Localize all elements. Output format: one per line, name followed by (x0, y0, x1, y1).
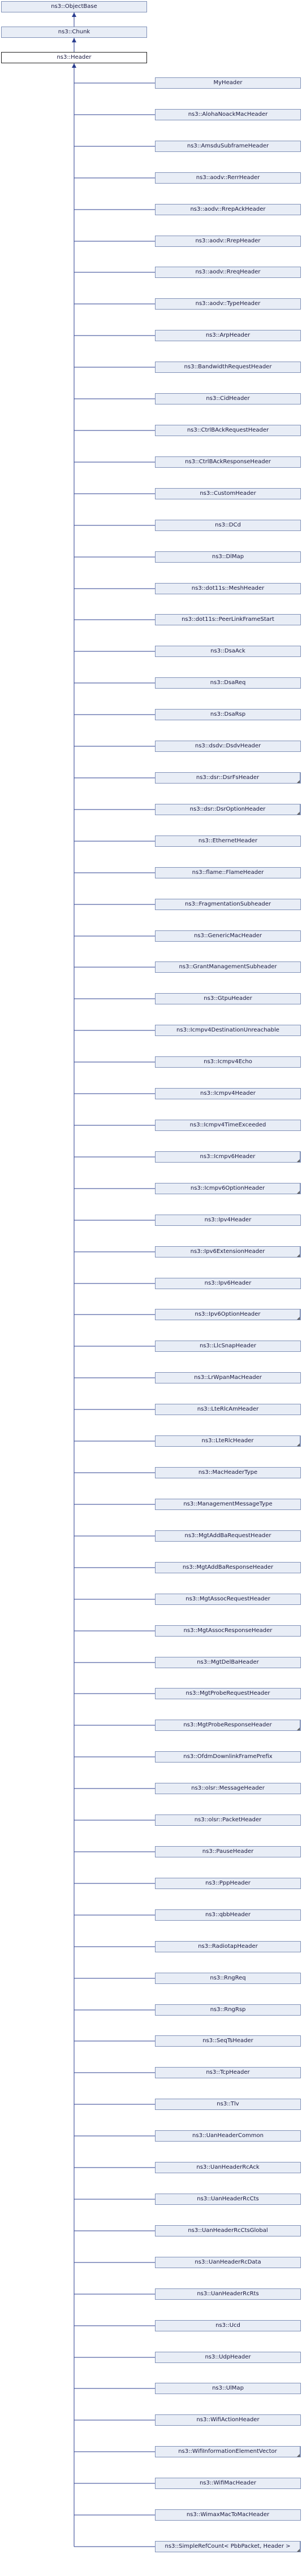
derived-class-box[interactable]: ns3::WifiInformationElementVector (155, 2446, 301, 2457)
derived-class-box[interactable]: ns3::MgtDelBaHeader (155, 1657, 301, 1668)
derived-class-box[interactable]: ns3::AmsduSubframeHeader (155, 141, 301, 152)
derived-class-box[interactable]: ns3::UdpHeader (155, 2352, 301, 2363)
derived-class-box[interactable]: ns3::Icmpv4Header (155, 1088, 301, 1099)
derived-class-box[interactable]: ns3::EthernetHeader (155, 836, 301, 847)
derived-class-box[interactable]: ns3::MgtProbeResponseHeader (155, 1720, 301, 1731)
derived-class-box[interactable]: ns3::RngRsp (155, 2004, 301, 2016)
derived-class-box[interactable]: ns3::CtrlBAckRequestHeader (155, 425, 301, 436)
derived-class-box[interactable]: ns3::CidHeader (155, 393, 301, 404)
derived-class-box[interactable]: ns3::DsaRsp (155, 709, 301, 720)
derived-class-box[interactable]: ns3::UanHeaderRcRts (155, 2288, 301, 2300)
derived-class-box[interactable]: ns3::FragmentationSubheader (155, 899, 301, 910)
derived-class-box[interactable]: ns3::TcpHeader (155, 2067, 301, 2078)
derived-class-box[interactable]: ns3::GtpuHeader (155, 993, 301, 1004)
derived-class-box[interactable]: ns3::dsdv::DsdvHeader (155, 741, 301, 752)
derived-class-box[interactable]: ns3::CtrlBAckResponseHeader (155, 456, 301, 468)
derived-class-box[interactable]: ns3::WimaxMacToMacHeader (155, 2509, 301, 2521)
derived-class-box[interactable]: ns3::BandwidthRequestHeader (155, 362, 301, 373)
arrowhead-chunk (72, 38, 76, 42)
derived-class-box[interactable]: ns3::Icmpv6OptionHeader (155, 1183, 301, 1194)
derived-class-box[interactable]: ns3::MacHeaderType (155, 1467, 301, 1478)
derived-class-box[interactable]: ns3::DsaReq (155, 677, 301, 689)
derived-class-box[interactable]: ns3::ArpHeader (155, 330, 301, 341)
derived-class-box[interactable]: ns3::Icmpv4Echo (155, 1056, 301, 1068)
derived-class-box[interactable]: ns3::WifiActionHeader (155, 2414, 301, 2426)
derived-class-box[interactable]: ns3::Ipv6Header (155, 1278, 301, 1289)
derived-class-box[interactable]: ns3::RngReq (155, 1973, 301, 1984)
derived-class-box[interactable]: ns3::ManagementMessageType (155, 1499, 301, 1510)
derived-class-box[interactable]: ns3::flame::FlameHeader (155, 867, 301, 878)
derived-class-box[interactable]: ns3::MgtAssocResponseHeader (155, 1625, 301, 1637)
derived-class-box[interactable]: ns3::aodv::TypeHeader (155, 298, 301, 310)
arrowhead-objectbase (72, 12, 76, 17)
derived-class-box[interactable]: ns3::qbbHeader (155, 1909, 301, 1921)
derived-class-box[interactable]: ns3::Tlv (155, 2099, 301, 2110)
derived-class-box[interactable]: ns3::aodv::RerrHeader (155, 172, 301, 184)
derived-class-box[interactable]: ns3::Ipv6ExtensionHeader (155, 1246, 301, 1257)
derived-class-box[interactable]: ns3::aodv::RreqHeader (155, 267, 301, 278)
derived-class-box[interactable]: ns3::dsr::DsrFsHeader (155, 772, 301, 784)
derived-class-box[interactable]: ns3::LlcSnapHeader (155, 1341, 301, 1352)
derived-class-box[interactable]: ns3::UanHeaderRcCts (155, 2194, 301, 2205)
derived-class-box[interactable]: ns3::aodv::RrepAckHeader (155, 204, 301, 215)
derived-class-box[interactable]: ns3::LteRlcHeader (155, 1435, 301, 1447)
derived-class-box[interactable]: ns3::AlohaNoackMacHeader (155, 109, 301, 120)
derived-class-box[interactable]: ns3::UanHeaderCommon (155, 2130, 301, 2142)
derived-class-box[interactable]: ns3::Icmpv4DestinationUnreachable (155, 1025, 301, 1036)
derived-class-box[interactable]: ns3::Icmpv4TimeExceeded (155, 1120, 301, 1131)
derived-class-box[interactable]: MyHeader (155, 77, 301, 89)
derived-class-box[interactable]: ns3::DsaAck (155, 646, 301, 657)
derived-class-box[interactable]: ns3::LrWpanMacHeader (155, 1372, 301, 1383)
arrowhead-header (72, 63, 76, 68)
derived-class-box[interactable]: ns3::olsr::PacketHeader (155, 1814, 301, 1826)
derived-class-box[interactable]: ns3::GrantManagementSubheader (155, 961, 301, 973)
derived-class-box[interactable]: ns3::WifiMacHeader (155, 2478, 301, 2489)
derived-class-box[interactable]: ns3::dot11s::PeerLinkFrameStart (155, 614, 301, 625)
derived-class-box[interactable]: ns3::aodv::RrepHeader (155, 236, 301, 247)
derived-class-box[interactable]: ns3::MgtAddBaResponseHeader (155, 1562, 301, 1573)
derived-class-box[interactable]: ns3::GenericMacHeader (155, 930, 301, 942)
derived-class-box[interactable]: ns3::UanHeaderRcData (155, 2257, 301, 2268)
derived-class-box[interactable]: ns3::dot11s::MeshHeader (155, 583, 301, 594)
derived-class-box[interactable]: ns3::dsr::DsrOptionHeader (155, 804, 301, 815)
derived-class-box[interactable]: ns3::CustomHeader (155, 488, 301, 499)
derived-class-box[interactable]: ns3::UlMap (155, 2383, 301, 2394)
derived-class-box[interactable]: ns3::Icmpv6Header (155, 1151, 301, 1163)
derived-class-box[interactable]: ns3::Ucd (155, 2320, 301, 2331)
derived-class-box[interactable]: ns3::UanHeaderRcAck (155, 2162, 301, 2173)
derived-class-box[interactable]: ns3::UanHeaderRcCtsGlobal (155, 2225, 301, 2236)
derived-class-box[interactable]: ns3::SimpleRefCount< PbbPacket, Header > (155, 2541, 301, 2552)
derived-class-box[interactable]: ns3::OfdmDownlinkFramePrefix (155, 1751, 301, 1763)
class-chunk[interactable]: ns3::Chunk (1, 27, 147, 38)
derived-class-box[interactable]: ns3::MgtAssocRequestHeader (155, 1594, 301, 1605)
derived-class-box[interactable]: ns3::DlMap (155, 551, 301, 563)
derived-class-box[interactable]: ns3::PauseHeader (155, 1846, 301, 1857)
derived-class-box[interactable]: ns3::DCd (155, 520, 301, 531)
derived-class-box[interactable]: ns3::PppHeader (155, 1878, 301, 1889)
derived-class-box[interactable]: ns3::MgtProbeRequestHeader (155, 1688, 301, 1699)
derived-class-box[interactable]: ns3::olsr::MessageHeader (155, 1783, 301, 1794)
derived-class-box[interactable]: ns3::Ipv6OptionHeader (155, 1309, 301, 1320)
derived-class-box[interactable]: ns3::LteRlcAmHeader (155, 1404, 301, 1415)
derived-class-box[interactable]: ns3::Ipv4Header (155, 1215, 301, 1226)
class-objectbase[interactable]: ns3::ObjectBase (1, 1, 147, 12)
derived-class-box[interactable]: ns3::SeqTsHeader (155, 2035, 301, 2047)
derived-class-box[interactable]: ns3::RadiotapHeader (155, 1941, 301, 1952)
derived-class-box[interactable]: ns3::MgtAddBaRequestHeader (155, 1530, 301, 1542)
class-header-current: ns3::Header (1, 52, 147, 63)
